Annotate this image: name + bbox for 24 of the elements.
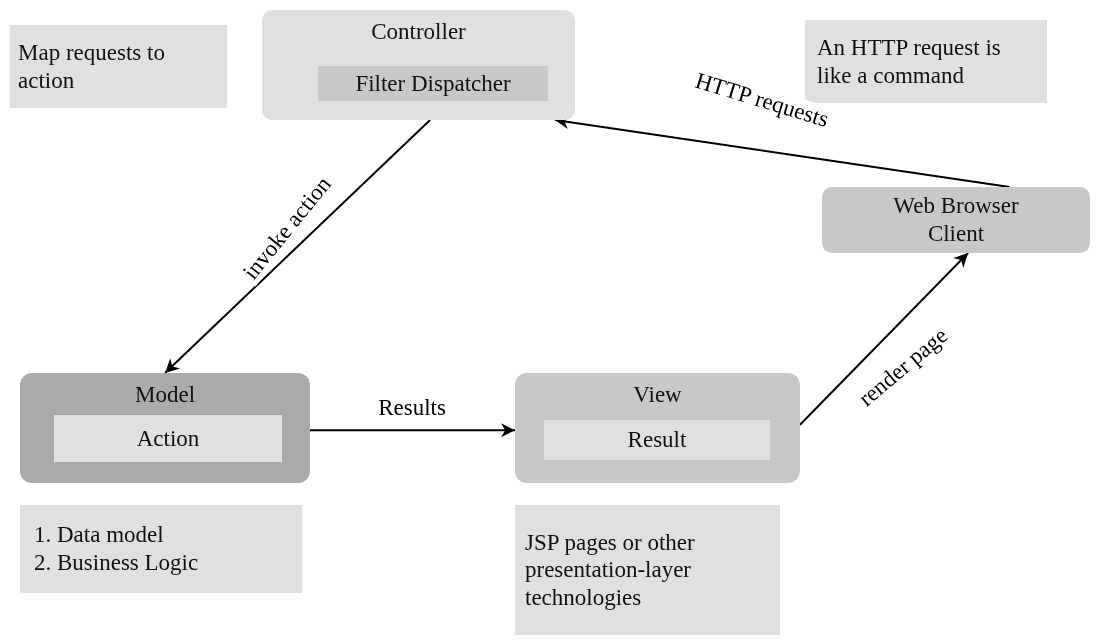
note-text: JSP pages or other presentation-layer technologies bbox=[525, 528, 696, 612]
component-box bbox=[54, 415, 282, 462]
note-text: 2. Business Logic bbox=[34, 549, 199, 577]
box-label: Filter Dispatcher bbox=[355, 69, 511, 98]
box-label: Model bbox=[134, 381, 196, 409]
box-label: Action bbox=[136, 424, 200, 453]
view-box bbox=[515, 373, 800, 483]
note-text: 1. Data model bbox=[34, 521, 164, 549]
box-label: Web Browser Client bbox=[892, 192, 1020, 248]
model-box bbox=[20, 373, 310, 483]
box-label: Controller bbox=[371, 18, 466, 46]
controller-box bbox=[262, 10, 575, 120]
arrow bbox=[799, 252, 970, 426]
note-box bbox=[515, 505, 780, 635]
arrow bbox=[164, 119, 432, 374]
component-box bbox=[318, 66, 548, 101]
client-box bbox=[822, 187, 1090, 253]
note-box bbox=[10, 25, 227, 108]
box-label: Result bbox=[627, 426, 687, 454]
note-box bbox=[20, 505, 302, 593]
arrow bbox=[309, 423, 516, 438]
component-box bbox=[544, 420, 770, 460]
box-label: View bbox=[633, 381, 682, 409]
note-text: Map requests to action bbox=[18, 38, 166, 95]
